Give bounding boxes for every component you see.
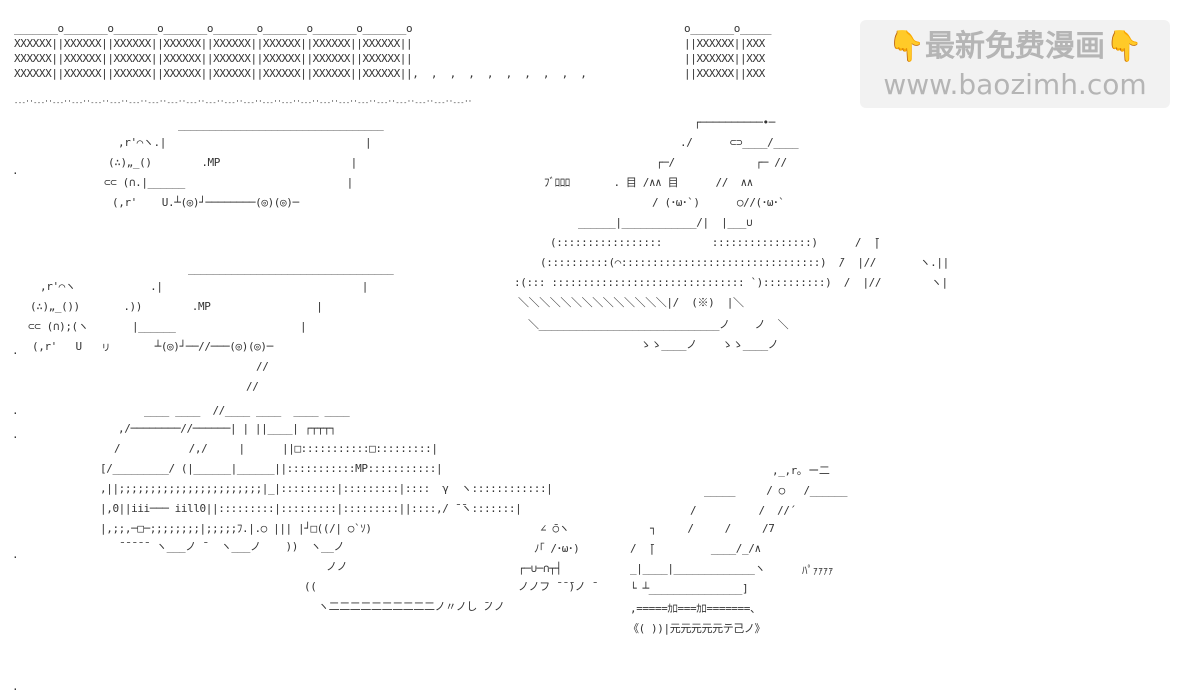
tank: ＼_____________________________ノ ノ ＼ xyxy=(528,318,789,331)
pipe: // xyxy=(256,360,269,373)
fence-right-row: ||XXXXXX||XXX xyxy=(684,37,765,50)
cat: ┌─∪─∩┬┤ xyxy=(518,562,562,575)
cart: / / //´ xyxy=(690,504,796,517)
train: / /,/ | ||□:::::::::::□:::::::::| xyxy=(114,442,438,455)
truck-2: ,r'⌒ヽ .| | xyxy=(40,280,368,293)
fence-row: XXXXXX||XXXXXX||XXXXXX||XXXXXX||XXXXXX||… xyxy=(14,67,587,80)
tank: ./ ⊂⊃____/____ xyxy=(680,136,799,149)
truck-2: (,r' U ㇼ ┴(◎)┘──//───(◎)(◎)─ xyxy=(32,340,273,353)
tank: (::::::::::::::::: ::::::::::::::::) / ̄… xyxy=(550,236,880,249)
truck-1: ⊂⊂ (∩.|______ | xyxy=(104,176,353,189)
tank: ┌──────────•─ xyxy=(694,116,775,129)
tank: ＼＼＼＼＼＼＼＼＼＼＼＼＼＼|/ (※) |＼ xyxy=(518,296,744,309)
watermark-title: 👇最新免费漫画👇 xyxy=(860,28,1170,66)
watermark-text: 最新免费漫画 xyxy=(925,29,1105,64)
tank: ゝゝ____ノ ゝゝ____ノ xyxy=(640,338,779,351)
ground-line: ---''---''---''---''---''---''---''---''… xyxy=(14,99,472,107)
margin-dot: . xyxy=(12,428,19,441)
fence-row: XXXXXX||XXXXXX||XXXXXX||XXXXXX||XXXXXX||… xyxy=(14,37,413,50)
cat: ﾉ｢ /･ω･) xyxy=(534,542,580,555)
fence-row: XXXXXX||XXXXXX||XXXXXX||XXXXXX||XXXXXX||… xyxy=(14,52,413,65)
margin-dot: . xyxy=(12,344,19,357)
cart: _____ / ○ /______ xyxy=(704,484,848,497)
tank: ﾌﾞﾛﾛﾛ . 目 /∧∧ 目 // ∧∧ xyxy=(544,176,753,189)
tank: (::::::::::(⌒:::::::::::::::::::::::::::… xyxy=(540,256,949,269)
fence-right-top: o_______o_____ xyxy=(684,22,772,35)
pointing-hand-icon: 👇 xyxy=(887,29,925,64)
cart: / ̄| ____/_/∧ xyxy=(630,542,761,555)
tank: ┌─/ ┌─ // xyxy=(656,156,787,169)
cart: ,_,r｡ ー二 xyxy=(772,464,830,477)
train: ____ ____ //____ ____ ____ ____ xyxy=(144,404,350,417)
train: ̄ ̄ ̄ ̄ ̄ ヽ___ノ ̄ ヽ___ノ )) ヽ__ノ xyxy=(100,540,345,553)
cart: ┐ / / /7 xyxy=(650,522,775,535)
train: |,0||iii─── iill0||:::::::::|:::::::::|:… xyxy=(100,502,522,515)
cart-sound: ﾊﾟｧｧｧｧ xyxy=(802,564,833,577)
cart: 《( ))|元元元元元テ己ノ》 xyxy=(628,622,766,635)
truck-1: _________________________________ xyxy=(178,118,384,131)
cat: ノノフ ̄ ̄ ̄)ノ ̄ xyxy=(518,580,592,593)
fence-right-row: ||XXXXXX||XXX xyxy=(684,52,765,65)
tank: / (･ω･`) ○//(･ω･` xyxy=(652,196,785,209)
pointing-hand-icon: 👇 xyxy=(1105,29,1143,64)
tank: :(::: ::::::::::::::::::::::::::::::: `)… xyxy=(514,276,948,289)
cart: _|____|_____________ヽ xyxy=(630,562,766,575)
tail: (( xyxy=(304,580,317,593)
truck-2: _________________________________ xyxy=(188,262,394,275)
truck-2: (∴)„_()) .)) .MP | xyxy=(30,300,323,313)
pipe: // xyxy=(246,380,259,393)
fence-right-row: ||XXXXXX||XXX xyxy=(684,67,765,80)
tail: ヽ二二二二二二二二二二ノ〃ノし ̄ノノ xyxy=(318,600,505,613)
watermark-url: www.baozimh.com xyxy=(883,68,1147,101)
train: ,/────────//──────| | ||____| ┌┬┬┬┐ xyxy=(118,422,336,435)
tail: ノノ xyxy=(326,560,348,573)
train: [/_________/ (|______|______||::::::::::… xyxy=(100,462,443,475)
cart: └ ┴_______________] xyxy=(630,582,749,595)
truck-1: ,r'⌒ヽ.| | xyxy=(118,136,372,149)
margin-dot: . xyxy=(12,680,19,693)
fence-top: _______o_______o_______o_______o_______o… xyxy=(14,22,413,35)
train: ,||;;;;;;;;;;;;;;;;;;;;;;;|_|:::::::::|:… xyxy=(100,482,553,495)
truck-1: (∴)„_() .MP | xyxy=(108,156,357,169)
margin-dot: . xyxy=(12,164,19,177)
cat: ∠ ̄○ヽ xyxy=(540,522,570,535)
cart: ,=====ｶﾛ===ｶﾛ=======、 xyxy=(630,602,761,615)
margin-dot: . xyxy=(12,548,19,561)
truck-2: ⊂⊂ (∩);(ヽ |______ | xyxy=(28,320,307,333)
watermark: 👇最新免费漫画👇 www.baozimh.com xyxy=(860,20,1170,108)
margin-dot: . xyxy=(12,404,19,417)
train: |,;;,─□─;;;;;;;;|;;;;;ﾌ.|.○ ||| |┘□((/| … xyxy=(100,522,372,535)
tank: ______|____________/| |___∪ xyxy=(578,216,753,229)
truck-1: (,r' U.┴(◎)┘────────(◎)(◎)─ xyxy=(112,196,299,209)
